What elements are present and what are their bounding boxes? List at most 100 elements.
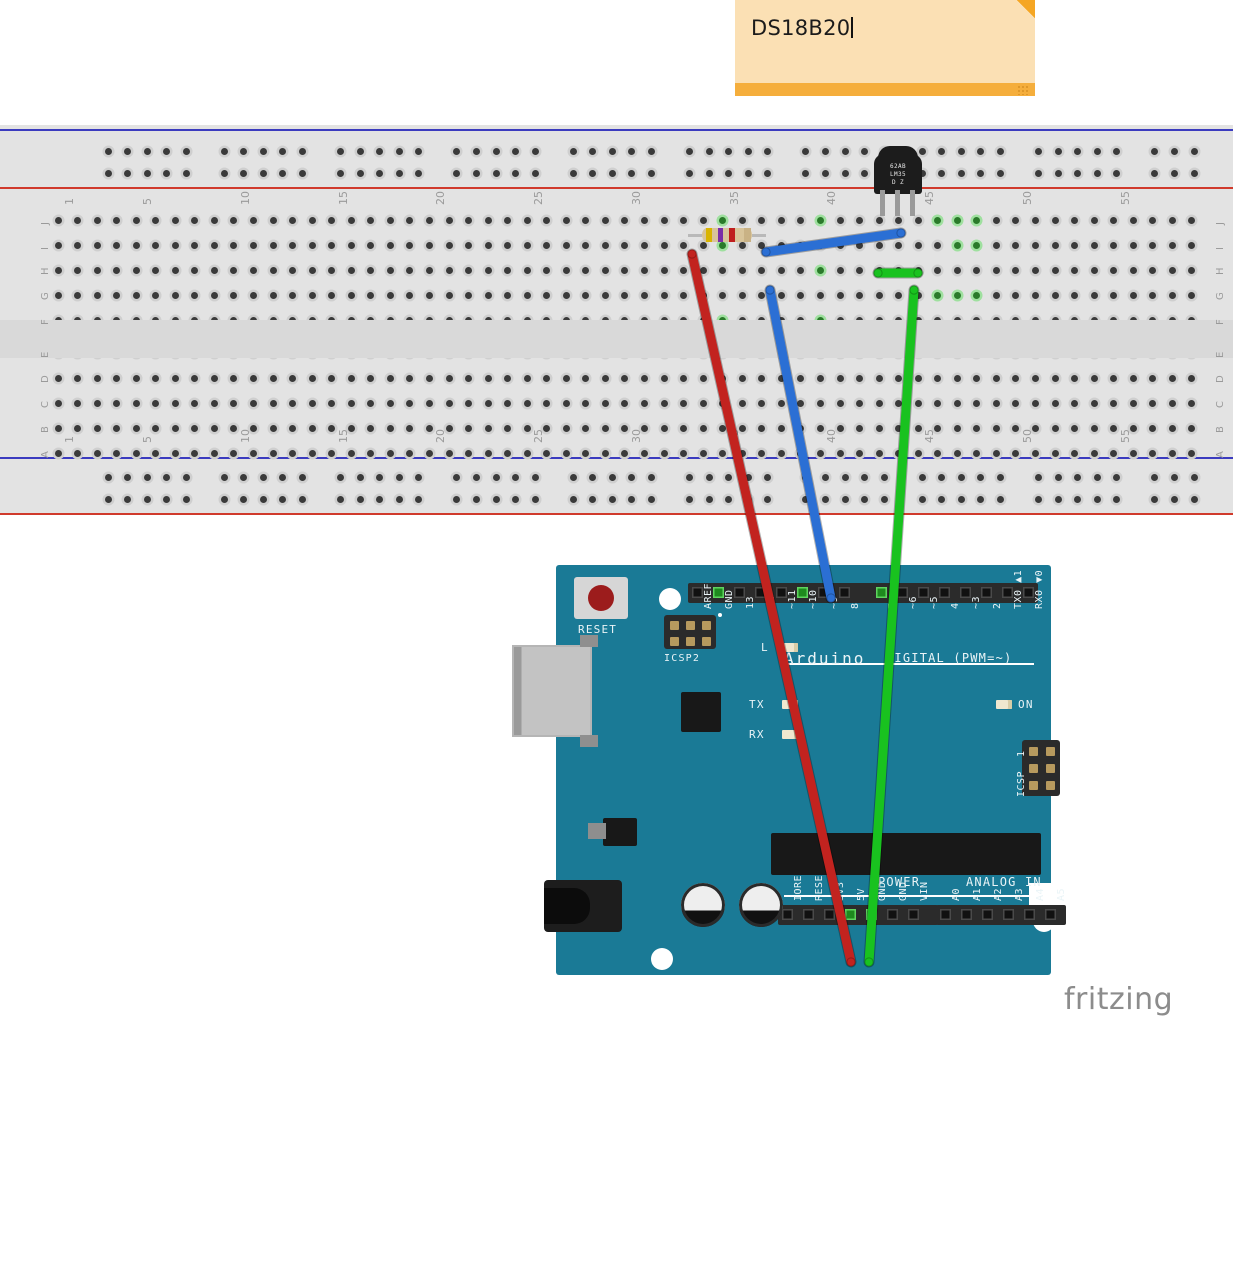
rail-hole-top-bot[interactable] — [938, 169, 946, 177]
rail-hole-bottom-bot[interactable] — [1054, 495, 1062, 503]
hole-H16[interactable] — [347, 266, 355, 274]
hole-I54[interactable] — [1090, 241, 1098, 249]
hole-D49[interactable] — [992, 374, 1000, 382]
hole-C55[interactable] — [1110, 399, 1118, 407]
hole-D5[interactable] — [132, 374, 140, 382]
hole-A23[interactable] — [484, 449, 492, 457]
hole-I36[interactable] — [738, 241, 746, 249]
rail-hole-top-bot[interactable] — [628, 169, 636, 177]
hole-B6[interactable] — [152, 424, 160, 432]
hole-C57[interactable] — [1149, 399, 1157, 407]
hole-I22[interactable] — [465, 241, 473, 249]
hole-I31[interactable] — [641, 241, 648, 249]
hole-A53[interactable] — [1071, 449, 1079, 457]
hole-J19[interactable] — [406, 216, 414, 224]
hole-D47[interactable] — [953, 374, 961, 382]
rail-hole-bottom-bot[interactable] — [395, 495, 403, 503]
rail-hole-top-bot[interactable] — [220, 169, 228, 177]
hole-D39[interactable] — [797, 374, 805, 382]
hole-B21[interactable] — [445, 424, 453, 432]
rail-hole-top-top[interactable] — [589, 147, 597, 155]
hole-A9[interactable] — [210, 449, 218, 457]
hole-G27[interactable] — [562, 291, 570, 299]
hole-C28[interactable] — [582, 399, 590, 407]
icsp2-pin[interactable] — [686, 621, 695, 630]
rail-hole-bottom-bot[interactable] — [841, 495, 849, 503]
hole-J42[interactable] — [856, 216, 864, 224]
rail-hole-top-top[interactable] — [1151, 147, 1159, 155]
rail-hole-top-top[interactable] — [1074, 147, 1082, 155]
hole-H37[interactable] — [758, 266, 766, 274]
hole-A3[interactable] — [93, 449, 101, 457]
rail-hole-top-top[interactable] — [531, 147, 539, 155]
rail-hole-top-bot[interactable] — [512, 169, 520, 177]
hole-B34[interactable] — [699, 424, 707, 432]
hole-J30[interactable] — [621, 216, 629, 224]
hole-B44[interactable] — [895, 424, 903, 432]
hole-C27[interactable] — [562, 399, 570, 407]
hole-D53[interactable] — [1071, 374, 1079, 382]
hole-H7[interactable] — [171, 266, 179, 274]
hole-B35[interactable] — [719, 424, 727, 432]
hole-J15[interactable] — [328, 216, 336, 224]
hole-J32[interactable] — [660, 216, 668, 224]
hole-G54[interactable] — [1090, 291, 1098, 299]
hole-G42[interactable] — [856, 291, 864, 299]
hole-C53[interactable] — [1071, 399, 1079, 407]
hole-J14[interactable] — [308, 216, 316, 224]
hole-D46[interactable] — [934, 374, 942, 382]
rail-hole-top-top[interactable] — [686, 147, 694, 155]
rail-hole-bottom-top[interactable] — [163, 473, 171, 481]
rail-hole-bottom-top[interactable] — [182, 473, 190, 481]
hole-C43[interactable] — [875, 399, 883, 407]
hole-D45[interactable] — [914, 374, 922, 382]
hole-B32[interactable] — [660, 424, 668, 432]
hole-I23[interactable] — [484, 241, 492, 249]
hole-C35[interactable] — [719, 399, 727, 407]
hole-J18[interactable] — [386, 216, 394, 224]
hole-J17[interactable] — [367, 216, 375, 224]
hole-B49[interactable] — [992, 424, 1000, 432]
rail-hole-bottom-bot[interactable] — [744, 495, 752, 503]
power-pin-3V3[interactable] — [824, 909, 835, 920]
hole-A19[interactable] — [406, 449, 414, 457]
rail-hole-bottom-top[interactable] — [918, 473, 926, 481]
hole-D7[interactable] — [171, 374, 179, 382]
hole-D10[interactable] — [230, 374, 238, 382]
hole-D48[interactable] — [973, 374, 981, 382]
rail-hole-bottom-bot[interactable] — [1190, 495, 1198, 503]
hole-J37[interactable] — [758, 216, 766, 224]
digital-pin-RX00[interactable] — [1023, 587, 1034, 598]
rail-hole-top-bot[interactable] — [124, 169, 132, 177]
rail-hole-top-top[interactable] — [841, 147, 849, 155]
hole-H31[interactable] — [641, 266, 648, 274]
rail-hole-bottom-top[interactable] — [124, 473, 132, 481]
resize-grip-icon[interactable] — [1017, 85, 1029, 95]
hole-J23[interactable] — [484, 216, 492, 224]
hole-D33[interactable] — [680, 374, 688, 382]
hole-G26[interactable] — [543, 291, 551, 299]
hole-H9[interactable] — [210, 266, 218, 274]
hole-D24[interactable] — [504, 374, 512, 382]
hole-J50[interactable] — [1012, 216, 1020, 224]
rail-hole-top-top[interactable] — [299, 147, 307, 155]
hole-A51[interactable] — [1032, 449, 1039, 457]
hole-J9[interactable] — [210, 216, 218, 224]
digital-pin-5[interactable] — [918, 587, 929, 598]
hole-I2[interactable] — [74, 241, 82, 249]
hole-G19[interactable] — [406, 291, 414, 299]
hole-I50[interactable] — [1012, 241, 1020, 249]
hole-D14[interactable] — [308, 374, 316, 382]
hole-A24[interactable] — [504, 449, 512, 457]
hole-G16[interactable] — [347, 291, 355, 299]
rail-hole-top-bot[interactable] — [608, 169, 616, 177]
icsp2-pin[interactable] — [670, 637, 679, 646]
digital-pin-11[interactable] — [776, 587, 787, 598]
hole-G38[interactable] — [777, 291, 785, 299]
hole-I47[interactable] — [953, 241, 961, 249]
hole-B14[interactable] — [308, 424, 316, 432]
rail-hole-bottom-top[interactable] — [492, 473, 500, 481]
hole-H51[interactable] — [1032, 266, 1039, 274]
rail-hole-bottom-top[interactable] — [1113, 473, 1121, 481]
hole-G49[interactable] — [992, 291, 1000, 299]
